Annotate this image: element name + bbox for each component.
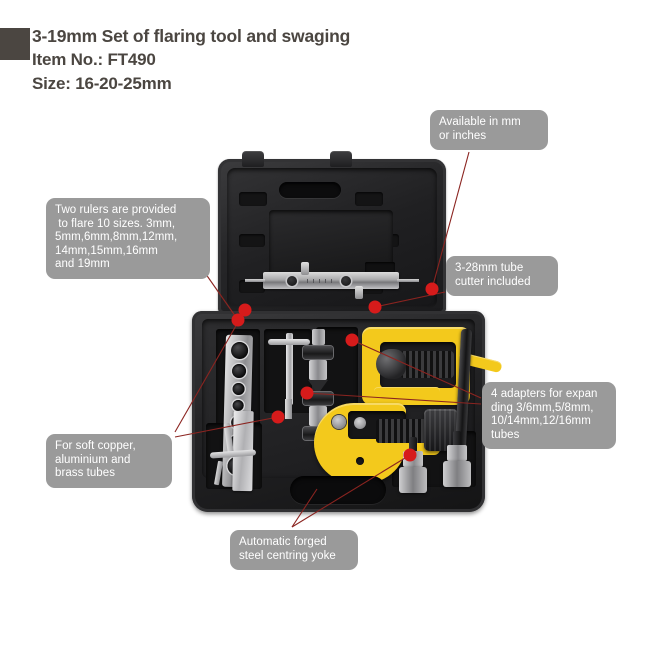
adapter-ring (303, 346, 333, 359)
lid-rib (239, 192, 267, 206)
callout-four-adapters[interactable]: 4 adapters for expan ding 3/6mm,5/8mm, 1… (482, 382, 616, 450)
case-tray (192, 311, 503, 512)
yoke-lower-lip (374, 387, 440, 402)
tray-handle-cutout (290, 476, 386, 504)
product-size: Size: 16-20-25mm (32, 74, 172, 93)
callout-available-in-mm-or-inches[interactable]: Available in mm or inches (430, 110, 548, 151)
ruler-stud (301, 262, 309, 275)
product-photo (185, 145, 503, 520)
leader-dot (231, 313, 245, 327)
callout-tube-cutter-included[interactable]: 3-28mm tube cutter included (446, 256, 558, 297)
ruler-tick (307, 279, 308, 283)
lid-rib (239, 280, 265, 293)
leader-dot (403, 448, 417, 462)
cutter-knob-ridges (424, 409, 458, 451)
item-number: Item No.: FT490 (32, 50, 156, 69)
lid-cavity (269, 210, 395, 278)
leader-dot (238, 303, 252, 317)
adapter-tip (453, 431, 461, 445)
bottom-adapter (442, 431, 472, 493)
header-text-block: 3-19mm Set of flaring tool and swaging I… (32, 24, 350, 96)
ruler-tick (331, 279, 332, 283)
flare-hole (232, 399, 244, 412)
t-crossbar (209, 449, 257, 459)
callout-automatic-forged-steel-centring-yoke[interactable]: Automatic forged steel centring yoke (230, 530, 358, 571)
adapter-cap (311, 329, 325, 345)
tray-foam-inner (202, 319, 503, 493)
adapter-tip (409, 437, 417, 451)
t-handle-screwdriver (209, 422, 258, 486)
leader-dot (425, 282, 439, 296)
cutter-thread (376, 419, 428, 443)
yoke-screw-thread (400, 351, 454, 378)
bottom-adapter (398, 437, 428, 499)
adapter-mid (447, 445, 467, 461)
handle-slot (279, 182, 341, 198)
adapter-body (309, 360, 327, 380)
leader-dot (271, 410, 285, 424)
lid-inner-shell (227, 168, 437, 308)
ruler-stud (355, 286, 363, 299)
yellow-tube-cutter (314, 403, 458, 483)
flare-hole (231, 382, 245, 396)
latch-right-icon (330, 151, 352, 167)
flaring-ruler-bar (245, 262, 419, 299)
adapter-base (443, 461, 471, 487)
lid-rib (239, 234, 265, 247)
cutter-wheel-icon (332, 415, 346, 429)
leader-dot (345, 333, 359, 347)
t-tip (285, 399, 292, 419)
page-title: 3-19mm Set of flaring tool and swaging (32, 26, 351, 46)
ruler-tick (319, 279, 320, 283)
yellow-flaring-yoke (362, 327, 503, 405)
ruler-hole (287, 276, 297, 286)
ruler-tick (325, 279, 326, 283)
cutter-roller-icon (354, 417, 366, 429)
header: 3-19mm Set of flaring tool and swaging I… (0, 24, 640, 104)
latch-left-icon (242, 151, 264, 167)
flare-hole (231, 363, 246, 379)
case-lid (218, 151, 446, 314)
upper-t-tool (268, 333, 312, 419)
lid-rib (355, 192, 383, 206)
ruler-tick (313, 279, 314, 283)
header-square-icon (0, 28, 30, 60)
ruler-hole (341, 276, 351, 286)
adapter-base (399, 467, 427, 493)
leader-dot (368, 300, 382, 314)
leader-dot (300, 386, 314, 400)
t-tip (213, 460, 224, 486)
cutter-knob (424, 409, 458, 451)
ruler-arm-right (397, 279, 419, 282)
flare-hole (230, 341, 248, 360)
ruler-arm-left (245, 279, 265, 282)
t-crossbar (268, 339, 310, 345)
adapter-unit (299, 329, 337, 394)
callout-for-soft-copper-tubes[interactable]: For soft copper, aluminium and brass tub… (46, 434, 172, 488)
callout-two-rulers-provided[interactable]: Two rulers are provided to flare 10 size… (46, 198, 210, 279)
yoke-flare-cone (376, 349, 406, 379)
cutter-hole (356, 457, 364, 465)
t-shaft (286, 333, 293, 405)
